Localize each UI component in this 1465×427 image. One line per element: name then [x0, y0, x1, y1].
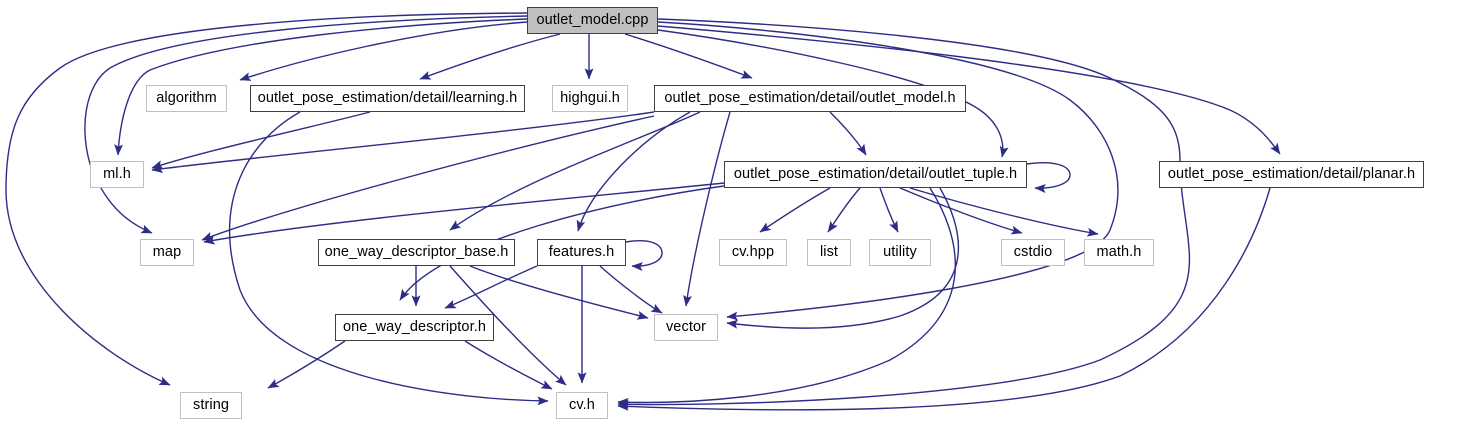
- edge-features_h-self: [625, 240, 663, 272]
- node-outlet-tuple-h[interactable]: outlet_pose_estimation/detail/outlet_tup…: [724, 161, 1027, 188]
- node-planar-h[interactable]: outlet_pose_estimation/detail/planar.h: [1159, 161, 1424, 188]
- node-outlet-model-h[interactable]: outlet_pose_estimation/detail/outlet_mod…: [654, 85, 966, 112]
- edges-from-features-h: [444, 240, 663, 384]
- edge-outlet_tuple_h-vector: [726, 187, 960, 329]
- node-algorithm[interactable]: algorithm: [146, 85, 227, 112]
- node-outlet-model-cpp[interactable]: outlet_model.cpp: [527, 7, 658, 34]
- edge-outlet_model_cpp-learning_h: [419, 33, 561, 80]
- edge-outlet_tuple_h-list: [827, 187, 861, 233]
- node-vector[interactable]: vector: [654, 314, 718, 341]
- edge-outlet_tuple_h-self: [1026, 162, 1071, 193]
- edges-from-outlet-model-h: [151, 111, 867, 307]
- edge-outlet_tuple_h-one_way_descriptor_h: [399, 185, 725, 301]
- node-label: one_way_descriptor_base.h: [324, 244, 509, 261]
- node-label: outlet_model.cpp: [536, 12, 649, 29]
- node-label: one_way_descriptor.h: [342, 319, 487, 336]
- node-label: cstdio: [1013, 244, 1053, 261]
- edges-from-planar-h: [617, 187, 1271, 411]
- node-math-h[interactable]: math.h: [1084, 239, 1154, 266]
- node-cv-h[interactable]: cv.h: [556, 392, 608, 419]
- edge-outlet_model_cpp-vector: [657, 21, 1119, 321]
- edge-outlet_model_h-ml_h: [151, 111, 655, 174]
- edge-one_way_descriptor_base_h-vector: [469, 265, 649, 320]
- edge-outlet_model_cpp-ml_h: [114, 18, 528, 156]
- node-label: outlet_pose_estimation/detail/outlet_mod…: [664, 90, 956, 107]
- node-label: outlet_pose_estimation/detail/learning.h: [257, 90, 518, 107]
- edge-one_way_descriptor_h-string: [267, 340, 346, 389]
- node-cv-hpp[interactable]: cv.hpp: [719, 239, 787, 266]
- edge-learning_h-cv_h: [229, 111, 549, 406]
- node-one-way-descriptor-h[interactable]: one_way_descriptor.h: [335, 314, 494, 341]
- edge-outlet_model_h-one_way_descriptor_base_h: [449, 111, 701, 231]
- node-one-way-descriptor-base-h[interactable]: one_way_descriptor_base.h: [318, 239, 515, 266]
- node-label: outlet_pose_estimation/detail/outlet_tup…: [733, 166, 1018, 183]
- edge-outlet_tuple_h-utility: [879, 187, 899, 233]
- node-label: vector: [665, 319, 707, 336]
- node-features-h[interactable]: features.h: [537, 239, 626, 266]
- node-label: algorithm: [156, 90, 217, 107]
- node-label: list: [819, 244, 839, 261]
- edge-outlet_tuple_h-math_h: [909, 187, 1099, 237]
- edge-outlet_model_cpp-algorithm: [239, 21, 528, 81]
- edge-features_h-one_way_descriptor_h: [444, 265, 538, 309]
- edge-outlet_tuple_h-map: [203, 182, 725, 245]
- edge-learning_h-ml_h: [151, 111, 371, 169]
- node-utility[interactable]: utility: [869, 239, 931, 266]
- edge-outlet_model_cpp-map: [84, 15, 528, 234]
- node-label: highgui.h: [560, 90, 620, 107]
- edge-features_h-vector: [599, 265, 663, 314]
- edge-outlet_model_h-features_h: [576, 111, 691, 232]
- node-label: cv.h: [569, 397, 595, 414]
- edges-from-outlet-tuple-h: [203, 162, 1099, 407]
- edges-from-one-way-descriptor-h: [267, 340, 553, 390]
- node-label: features.h: [548, 244, 615, 261]
- node-learning-h[interactable]: outlet_pose_estimation/detail/learning.h: [250, 85, 525, 112]
- node-ml-h[interactable]: ml.h: [90, 161, 144, 188]
- node-label: math.h: [1096, 244, 1142, 261]
- node-label: utility: [883, 244, 917, 261]
- edges-from-outlet-model-cpp: [5, 12, 1281, 409]
- edge-outlet_tuple_h-cstdio: [899, 187, 1023, 235]
- node-string[interactable]: string: [180, 392, 242, 419]
- node-label: outlet_pose_estimation/detail/planar.h: [1167, 166, 1416, 183]
- edge-outlet_model_cpp-outlet_model_h: [624, 33, 753, 79]
- node-label: cv.hpp: [731, 244, 775, 261]
- edge-outlet_model_cpp-planar_h: [657, 25, 1281, 155]
- edge-outlet_tuple_h-cv_h: [617, 187, 956, 407]
- node-label: map: [152, 244, 182, 261]
- edge-one_way_descriptor_base_h-cv_h: [449, 265, 567, 386]
- edge-planar_h-cv_h: [617, 187, 1271, 411]
- edges-from-one-way-descriptor-base-h: [411, 265, 649, 386]
- edge-outlet_tuple_h-cv_hpp: [759, 187, 831, 233]
- node-cstdio[interactable]: cstdio: [1001, 239, 1065, 266]
- node-label: ml.h: [103, 166, 131, 183]
- node-label: string: [192, 397, 230, 414]
- edge-outlet_model_h-outlet_tuple_h: [829, 111, 867, 156]
- node-list[interactable]: list: [807, 239, 851, 266]
- node-highgui-h[interactable]: highgui.h: [552, 85, 628, 112]
- edge-outlet_model_cpp-string: [5, 12, 528, 386]
- edges-from-learning-h: [151, 111, 549, 406]
- edge-one_way_descriptor_h-cv_h: [464, 340, 553, 390]
- edge-outlet_model_h-vector: [683, 111, 731, 307]
- edge-outlet_model_cpp-cv_h: [617, 18, 1191, 409]
- edge-outlet_model_h-map: [201, 115, 655, 241]
- node-map[interactable]: map: [140, 239, 194, 266]
